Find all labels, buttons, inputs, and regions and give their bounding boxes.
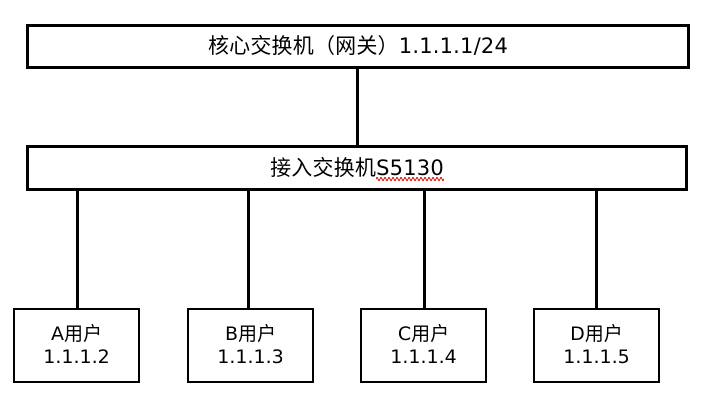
access-switch-model: S5130 bbox=[376, 155, 444, 182]
link-access-to-host-c bbox=[423, 190, 426, 309]
access-switch-node[interactable]: 接入交换机S5130 bbox=[26, 145, 688, 191]
link-access-to-host-a bbox=[76, 190, 79, 309]
host-node-a[interactable]: A用户 1.1.1.2 bbox=[13, 308, 140, 383]
host-d-name: D用户 bbox=[570, 323, 623, 346]
host-c-name: C用户 bbox=[397, 323, 450, 346]
host-b-ip: 1.1.1.3 bbox=[217, 345, 284, 368]
access-switch-label: 接入交换机S5130 bbox=[270, 155, 444, 182]
host-node-b[interactable]: B用户 1.1.1.3 bbox=[187, 308, 314, 383]
host-b-name: B用户 bbox=[224, 323, 277, 346]
link-access-to-host-b bbox=[247, 190, 250, 309]
host-a-ip: 1.1.1.2 bbox=[43, 345, 110, 368]
host-a-name: A用户 bbox=[51, 323, 102, 346]
host-node-d[interactable]: D用户 1.1.1.5 bbox=[533, 308, 660, 383]
host-node-c[interactable]: C用户 1.1.1.4 bbox=[360, 308, 487, 383]
link-core-to-access bbox=[356, 68, 359, 146]
link-access-to-host-d bbox=[595, 190, 598, 309]
core-switch-node[interactable]: 核心交换机（网关）1.1.1.1/24 bbox=[26, 24, 690, 69]
access-switch-label-prefix: 接入交换机 bbox=[270, 155, 377, 180]
core-switch-label: 核心交换机（网关）1.1.1.1/24 bbox=[207, 34, 509, 59]
host-d-ip: 1.1.1.5 bbox=[563, 345, 630, 368]
host-c-ip: 1.1.1.4 bbox=[390, 345, 457, 368]
